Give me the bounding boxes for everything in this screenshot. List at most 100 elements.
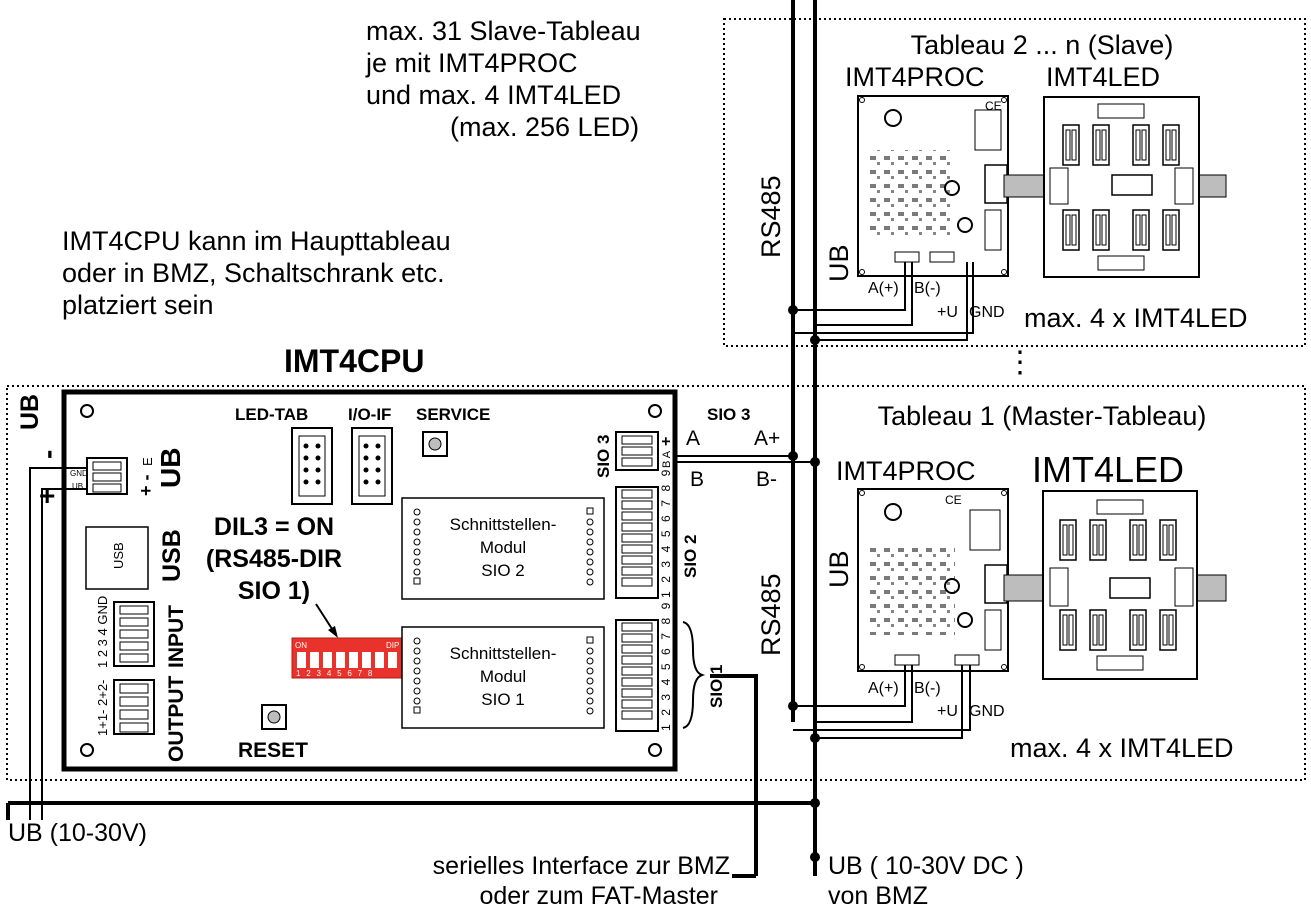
- ub-supply-label: UB (10-30V): [8, 819, 147, 847]
- dip-switch: ON DIP 1 2 3 4 5 6 7 8: [291, 637, 403, 679]
- master-imt4led-label: IMT4LED: [1032, 449, 1184, 490]
- ub-label-upper: UB: [824, 244, 854, 282]
- dil3-line-1: DIL3 = ON: [214, 513, 334, 541]
- cpu-info-line-2: oder in BMZ, Schaltschrank etc.: [62, 258, 445, 288]
- led-tab-connector: [291, 427, 333, 505]
- continuation-dots: ⋮: [1005, 346, 1035, 379]
- sio3-a-plus-label: A+: [754, 427, 780, 450]
- dil3-arrow: [315, 603, 335, 633]
- slave-tableau-box: [723, 18, 1306, 347]
- master-a-plus-label: A(+): [868, 680, 899, 697]
- io-if-label: I/O-IF: [348, 405, 391, 424]
- rs485-label-upper: RS485: [756, 175, 786, 258]
- interface-module-sio2: Schnittstellen- Modul SIO 2: [401, 497, 605, 600]
- slave-info-line-1: max. 31 Slave-Tableau: [366, 16, 641, 46]
- sio3-link-label: SIO 3: [707, 405, 750, 424]
- sio3-link-wires: [675, 455, 815, 463]
- service-label: SERVICE: [416, 405, 490, 424]
- output-pin-numbers: 1+1- 2+2-: [95, 680, 110, 736]
- sio3-board-label: SIO 3: [594, 435, 613, 478]
- sio3-b-label: B: [690, 468, 704, 491]
- sio1-label: SIO 1: [707, 665, 726, 708]
- dip-dip-label: DIP: [386, 641, 399, 650]
- sio3-plus-sign: +: [658, 437, 675, 446]
- slave-imt4led-label: IMT4LED: [1046, 62, 1160, 92]
- sio2-terminal-block: [615, 486, 659, 599]
- cpu-info-line-1: IMT4CPU kann im Haupttableau: [62, 226, 451, 256]
- master-b-minus-label: B(-): [914, 680, 941, 697]
- output-label: OUTPUT: [165, 676, 188, 763]
- slave-plus-u-label: +U: [937, 304, 958, 321]
- slave-imt4proc-board: CE: [857, 95, 1009, 277]
- sio2-pin-numbers: 1 2 3 4 5 6 7 8 9: [659, 467, 673, 598]
- sio3-terminal: [615, 431, 659, 471]
- module2-line-3: SIO 2: [481, 561, 524, 580]
- module2-line-2: Modul: [480, 538, 526, 557]
- ub-minus-sign: -: [32, 450, 63, 459]
- usb-label: USB: [158, 529, 186, 582]
- slave-info-line-4: (max. 256 LED): [450, 112, 639, 142]
- slave-max-led-label: max. 4 x IMT4LED: [1024, 303, 1248, 333]
- ub-plus-sign: +: [39, 480, 55, 511]
- master-imt4proc-board: CE: [857, 488, 1009, 672]
- master-gnd-label: GND: [969, 703, 1005, 720]
- earth-mark: E: [140, 457, 155, 466]
- slave-info-line-3: und max. 4 IMT4LED: [366, 80, 621, 110]
- sio2-label: SIO 2: [681, 535, 700, 578]
- bottom-wiring: [6, 467, 815, 878]
- serial-iface-line-1: serielles Interface zur BMZ: [433, 852, 730, 880]
- usb-chip-label: USB: [111, 542, 126, 569]
- slave-gnd-label: GND: [969, 304, 1005, 321]
- ub-right-label: UB: [155, 448, 186, 488]
- reset-button: [261, 704, 287, 730]
- dil3-line-2: (RS485-DIR: [206, 545, 342, 573]
- module1-line-1: Schnittstellen-: [450, 644, 557, 663]
- ub-dc-line-2: von BMZ: [828, 882, 928, 910]
- gnd-pin-label: GND: [70, 469, 88, 478]
- rs485-label-lower: RS485: [756, 573, 786, 656]
- usb-port: [85, 526, 149, 590]
- master-tableau-title: Tableau 1 (Master-Tableau): [878, 401, 1207, 431]
- serial-iface-line-2: oder zum FAT-Master: [480, 882, 719, 910]
- dil3-arrowhead: [328, 626, 338, 638]
- module1-line-3: SIO 1: [481, 690, 524, 709]
- cpu-title: IMT4CPU: [284, 343, 424, 379]
- sio3-pin-labels: B A: [661, 450, 673, 468]
- master-imt4proc-label: IMT4PROC: [836, 456, 976, 486]
- service-button: [422, 431, 448, 457]
- ce-mark: CE: [985, 99, 1002, 113]
- master-wiring: [793, 665, 971, 739]
- ub-power-terminal: [86, 457, 128, 495]
- slave-b-minus-label: B(-): [914, 280, 941, 297]
- master-imt4led-board: [1042, 490, 1198, 680]
- master-plus-u-label: +U: [937, 703, 958, 720]
- mounting-holes: [80, 404, 662, 757]
- input-label: INPUT: [165, 605, 188, 668]
- master-max-led-label: max. 4 x IMT4LED: [1010, 733, 1234, 763]
- ce-mark: CE: [945, 493, 962, 507]
- input-terminal: [113, 601, 155, 667]
- master-tableau-box: [6, 385, 1306, 781]
- ub-pin-label: UB: [72, 482, 83, 491]
- slave-a-plus-label: A(+): [868, 280, 899, 297]
- ub-label-lower: UB: [824, 550, 854, 588]
- sio1-terminal-block: [615, 619, 659, 732]
- cpu-info-line-3: platziert sein: [62, 290, 214, 320]
- module1-line-2: Modul: [480, 667, 526, 686]
- ub-right-sign: + -: [136, 474, 156, 496]
- slave-tableau-title: Tableau 2 ... n (Slave): [911, 30, 1174, 60]
- input-pin-numbers: 1 2 3 4 GND: [95, 596, 110, 668]
- interface-module-sio1: Schnittstellen- Modul SIO 1: [401, 626, 605, 729]
- sio3-b-minus-label: B-: [756, 468, 777, 491]
- output-terminal: [113, 679, 155, 735]
- module2-line-1: Schnittstellen-: [450, 515, 557, 534]
- io-if-connector: [351, 427, 393, 505]
- dip-on-label: ON: [295, 641, 307, 650]
- led-tab-label: LED-TAB: [235, 405, 308, 424]
- sio1-pin-numbers: 1 2 3 4 5 6 7 8 9: [659, 600, 673, 731]
- dip-numbers: 1 2 3 4 5 6 7 8: [296, 669, 374, 678]
- reset-label: RESET: [238, 739, 308, 762]
- ub-left-label: UB: [16, 394, 44, 430]
- slave-imt4proc-label: IMT4PROC: [845, 62, 985, 92]
